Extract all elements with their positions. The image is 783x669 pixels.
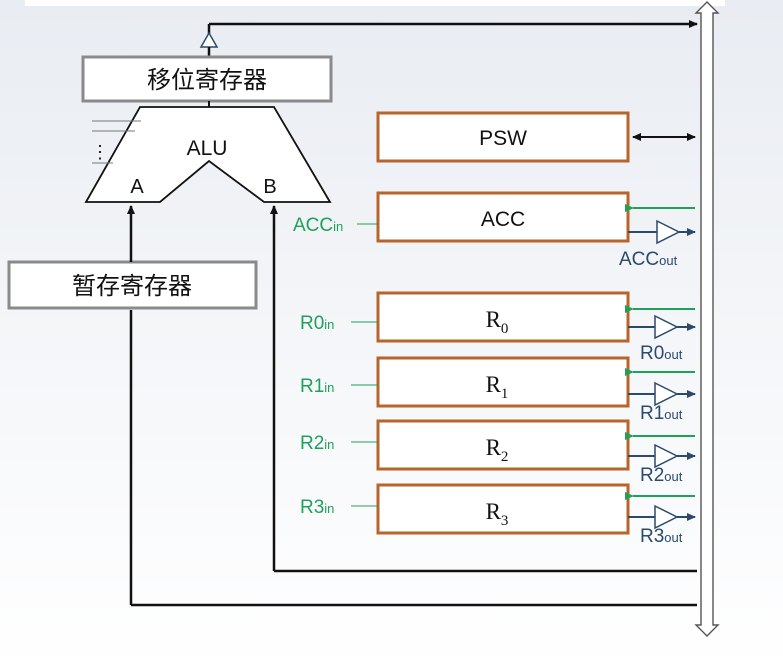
acc-out-signal: ACCout bbox=[619, 249, 678, 270]
alu-b-input-path bbox=[270, 205, 697, 573]
psw-label: PSW bbox=[479, 127, 527, 150]
r2-in-signal: R2in bbox=[300, 433, 334, 454]
r2-label: R2 bbox=[486, 435, 509, 465]
register-r2: R2 R2in R2out bbox=[300, 419, 696, 486]
shift-register-label: 移位寄存器 bbox=[147, 66, 267, 94]
r0-in-signal: R0in bbox=[300, 313, 334, 334]
alu-label: ALU bbox=[187, 137, 228, 160]
tri-state-gate-icon bbox=[199, 31, 219, 48]
top-strip bbox=[25, 0, 725, 6]
system-bus bbox=[694, 1, 720, 637]
acc-out-gate-icon bbox=[656, 219, 681, 245]
r1-out-gate-icon bbox=[654, 381, 679, 407]
register-r1: R1 R1in R1out bbox=[300, 356, 696, 424]
register-r3: R3 R3in R3out bbox=[300, 483, 696, 547]
acc-label: ACC bbox=[481, 208, 525, 231]
r3-in-signal: R3in bbox=[300, 497, 334, 518]
alu-input-a-label: A bbox=[130, 176, 144, 198]
alu: ALU A B ⋮ bbox=[84, 101, 332, 203]
shift-register: 移位寄存器 bbox=[81, 55, 333, 103]
r1-label: R1 bbox=[486, 372, 509, 402]
shift-to-bus-line bbox=[199, 20, 698, 56]
register-psw: PSW bbox=[376, 111, 696, 163]
register-acc: ACC ACCin ACCout bbox=[293, 191, 696, 270]
r3-out-gate-icon bbox=[654, 504, 679, 530]
r3-out-signal: R3out bbox=[640, 526, 683, 547]
acc-in-signal: ACCin bbox=[293, 215, 343, 236]
alu-input-b-label: B bbox=[263, 176, 276, 198]
r0-out-gate-icon bbox=[654, 314, 679, 340]
r0-out-signal: R0out bbox=[640, 343, 683, 364]
alu-control-dots: ⋮ bbox=[91, 142, 109, 162]
r0-label: R0 bbox=[486, 307, 509, 337]
register-r0: R0 R0in R0out bbox=[300, 291, 696, 364]
r3-label: R3 bbox=[486, 499, 509, 529]
alu-a-input-path bbox=[127, 205, 697, 607]
r2-out-signal: R2out bbox=[640, 465, 683, 486]
temp-register-label: 暂存寄存器 bbox=[72, 272, 192, 300]
r2-out-gate-icon bbox=[654, 443, 679, 469]
temp-register: 暂存寄存器 bbox=[7, 260, 258, 310]
r1-out-signal: R1out bbox=[640, 403, 683, 424]
r1-in-signal: R1in bbox=[300, 376, 334, 397]
